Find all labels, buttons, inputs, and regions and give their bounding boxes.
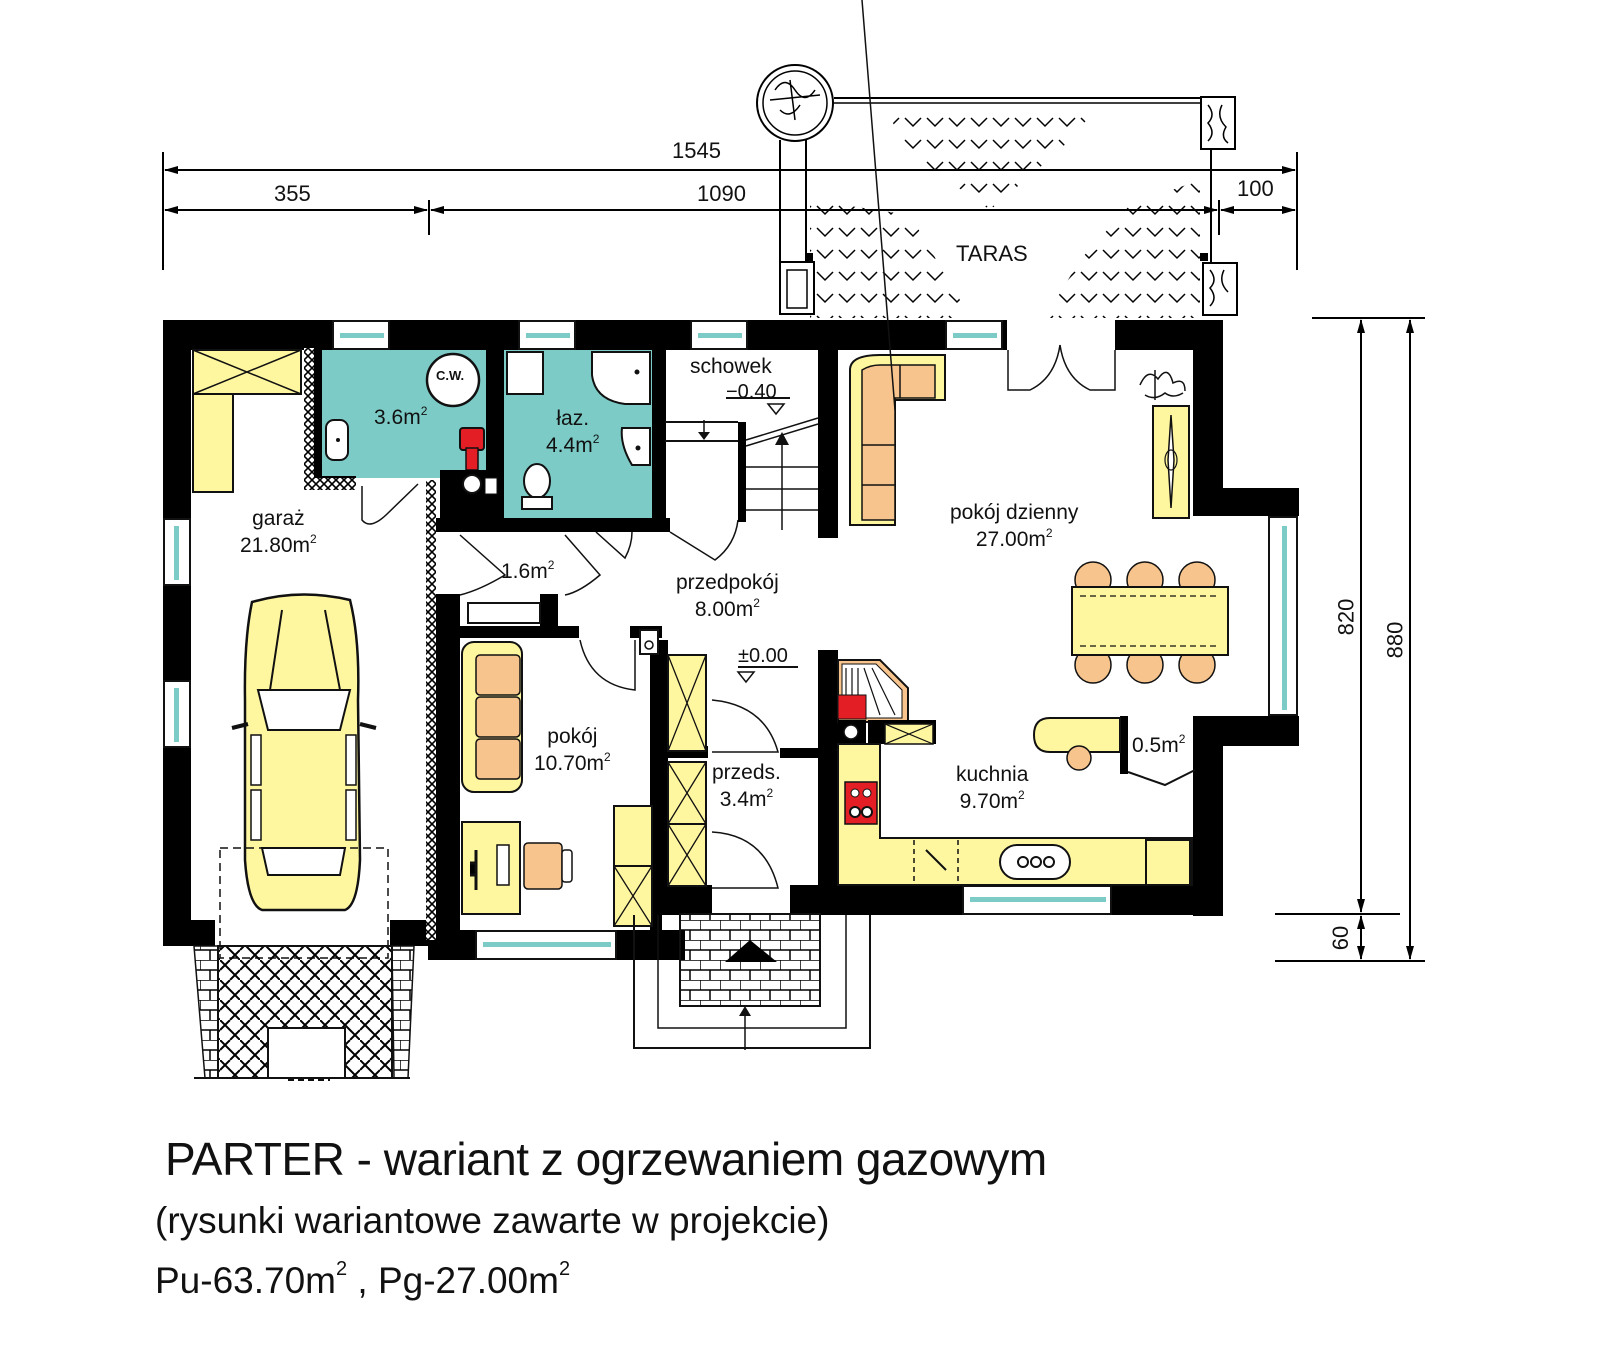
wall bbox=[163, 920, 215, 946]
window bbox=[332, 320, 390, 350]
level-schowek: −0.40 bbox=[726, 381, 777, 403]
wall bbox=[780, 748, 820, 758]
dim-terrace-offset: 100 bbox=[1237, 176, 1274, 201]
window bbox=[518, 320, 576, 350]
room-area: 3.4m2 bbox=[719, 786, 774, 812]
room-area: 3.6m2 bbox=[374, 404, 428, 429]
room-name: garaż bbox=[252, 507, 305, 530]
drawing-subtitle: (rysunki wariantowe zawarte w projekcie) bbox=[155, 1200, 830, 1241]
room-area: 0.5m2 bbox=[1132, 732, 1186, 757]
room-area: 10.70m2 bbox=[534, 750, 611, 776]
room-name: schowek bbox=[690, 355, 772, 378]
wall bbox=[540, 594, 558, 634]
usable-area: Pu-63.70m bbox=[155, 1260, 336, 1301]
drawing-areas: Pu-63.70m2 , Pg-27.00m2 bbox=[155, 1258, 571, 1301]
wall bbox=[1120, 716, 1128, 774]
garage-area: Pg-27.00m bbox=[377, 1260, 559, 1301]
room-area: 8.00m2 bbox=[694, 596, 760, 622]
window bbox=[163, 680, 191, 748]
room-area: 9.70m2 bbox=[959, 788, 1025, 814]
wall bbox=[660, 640, 668, 890]
room-pokoj-dzienny: pokój dzienny 27.00m2 bbox=[950, 500, 1078, 554]
wall bbox=[455, 626, 579, 638]
window bbox=[475, 930, 617, 960]
wall bbox=[1193, 488, 1299, 516]
room-kotlownia: 3.6m2 bbox=[374, 404, 427, 431]
wall bbox=[818, 885, 966, 915]
hot-water-tank-icon: C.W. bbox=[436, 368, 465, 383]
car-icon bbox=[231, 593, 377, 912]
window bbox=[1268, 516, 1298, 716]
room-name: pokój bbox=[547, 725, 598, 748]
wall bbox=[818, 348, 838, 538]
room-wc-korytarz: 1.6m2 bbox=[501, 558, 554, 585]
room-area: 4.4m2 bbox=[546, 432, 600, 458]
wall bbox=[430, 518, 670, 532]
room-name: przedpokój bbox=[676, 571, 779, 594]
wall bbox=[163, 320, 191, 946]
room-area: 21.80m2 bbox=[240, 532, 317, 558]
wall bbox=[652, 348, 666, 524]
wall bbox=[1193, 716, 1223, 916]
room-spizarnia: 0.5m2 bbox=[1132, 732, 1185, 759]
wall bbox=[1193, 320, 1223, 490]
room-area: 27.00m2 bbox=[975, 526, 1053, 552]
terrace-door-opening bbox=[1005, 320, 1117, 350]
wall bbox=[430, 594, 460, 608]
room-name: kuchnia bbox=[956, 763, 1029, 786]
room-pokoj: pokój 10.70m2 bbox=[534, 724, 611, 778]
drawing-title: PARTER - wariant z ogrzewaniem gazowym bbox=[165, 1133, 1047, 1185]
window bbox=[163, 518, 191, 586]
room-garaz: garaż 21.80m2 bbox=[240, 506, 317, 560]
level-przedpokoj: ±0.00 bbox=[738, 645, 788, 667]
dim-garage-width: 355 bbox=[274, 181, 311, 206]
dim-overall-width: 1545 bbox=[672, 138, 721, 163]
room-name: łaz. bbox=[556, 407, 590, 430]
window bbox=[690, 320, 748, 350]
dim-house-width: 1090 bbox=[697, 181, 746, 206]
dining-table-icon bbox=[1071, 561, 1229, 684]
wall bbox=[615, 930, 685, 960]
plant-icon bbox=[1139, 370, 1186, 400]
terrace-label: TARAS bbox=[956, 241, 1028, 266]
room-kuchnia: kuchnia 9.70m2 bbox=[956, 762, 1028, 816]
room-przedsionek: przeds. 3.4m2 bbox=[712, 760, 781, 814]
room-name: przeds. bbox=[712, 761, 781, 784]
room-lazienka: łaz. 4.4m2 bbox=[546, 406, 599, 460]
room-area: 1.6m2 bbox=[501, 558, 555, 583]
wall bbox=[428, 930, 478, 960]
room-przedpokoj: przedpokój 8.00m2 bbox=[676, 570, 779, 624]
room-schowek: schowek bbox=[690, 354, 772, 380]
window bbox=[962, 885, 1112, 915]
wall bbox=[660, 885, 712, 915]
wall bbox=[818, 650, 838, 915]
window bbox=[945, 320, 1003, 350]
room-name: pokój dzienny bbox=[950, 501, 1079, 524]
area-separator: , bbox=[347, 1260, 378, 1301]
